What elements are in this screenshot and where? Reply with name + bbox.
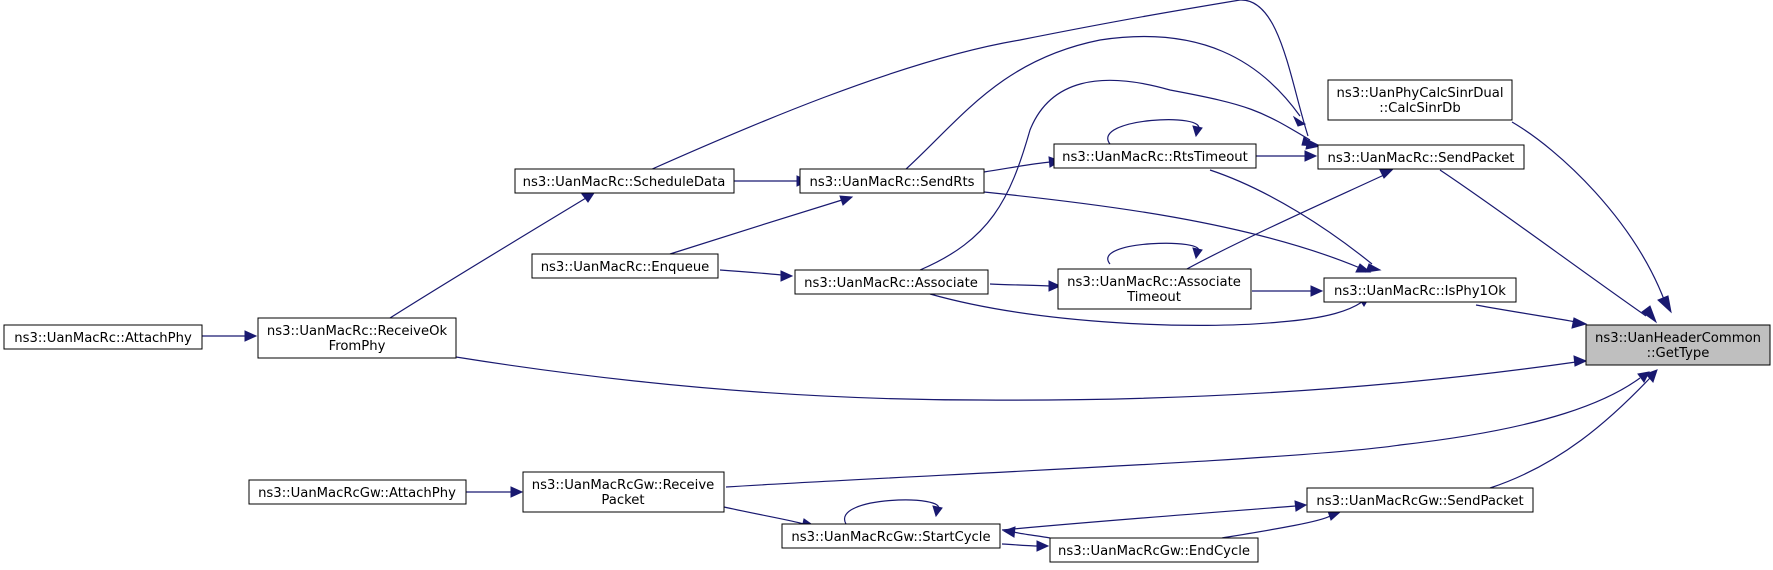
edge-enqueue-to-associate	[719, 269, 783, 276]
arrowhead	[1192, 247, 1203, 260]
arrowhead	[1365, 263, 1382, 273]
edge-rtstimeout-self-loop	[1107, 119, 1200, 145]
edge-startcycle-to-gw-sendpacket	[1001, 505, 1297, 531]
arrowhead	[839, 195, 854, 206]
arrowhead	[1645, 369, 1658, 383]
node-uanmacrc-sendrts[interactable]: ns3::UanMacRc::SendRts	[799, 168, 985, 194]
node-label: ns3::UanMacRc::SendRts	[809, 175, 974, 190]
edge-startcycle-self-loop	[843, 499, 940, 525]
arrowhead	[1048, 280, 1062, 292]
edge-associatetimeout-to-rc-sendpacket	[1184, 174, 1385, 271]
arrowhead	[1292, 115, 1307, 127]
arrowhead	[1571, 317, 1588, 329]
node-uanmacrc-associatetimeout[interactable]: ns3::UanMacRc::Associate Timeout	[1057, 268, 1252, 310]
node-uanmacrcgw-sendpacket[interactable]: ns3::UanMacRcGw::SendPacket	[1306, 487, 1534, 513]
arrowhead	[244, 330, 258, 342]
arrowhead	[1573, 355, 1588, 367]
edge-endcycle-to-startcycle	[1013, 531, 1051, 539]
arrowhead	[1379, 169, 1394, 179]
arrowhead	[1355, 263, 1372, 273]
arrowhead	[1641, 305, 1658, 324]
edge-sendrts-to-rtstimeout	[983, 161, 1051, 173]
arrowhead	[780, 270, 794, 282]
edge-rc-sendpacket-to-gettype	[1439, 169, 1647, 317]
edge-gw-receivepacket-to-gettype	[725, 377, 1641, 488]
node-uanmacrc-associate[interactable]: ns3::UanMacRc::Associate	[794, 269, 989, 295]
node-label: ns3::UanMacRcGw::EndCycle	[1058, 544, 1250, 559]
arrowhead	[1304, 150, 1318, 162]
edge-calcsinrdb-to-gettype	[1511, 121, 1666, 303]
edge-startcycle-to-endcycle	[1001, 543, 1039, 547]
edges-layer	[202, 0, 1672, 552]
edge-associate-to-associatetimeout	[989, 283, 1051, 287]
node-label: ns3::UanMacRc::SendPacket	[1328, 151, 1515, 166]
edge-rtstimeout-to-isphy1ok	[1209, 169, 1373, 265]
node-uanmacrcgw-startcycle[interactable]: ns3::UanMacRcGw::StartCycle	[781, 523, 1001, 549]
node-label-line1: ns3::UanMacRc::ReceiveOk	[267, 324, 448, 339]
node-uanmacrc-enqueue[interactable]: ns3::UanMacRc::Enqueue	[531, 253, 719, 279]
arrowhead	[932, 505, 943, 518]
arrowhead	[1192, 125, 1203, 138]
edge-receiveokfromphy-to-scheduledata	[389, 197, 587, 319]
arrowhead	[1002, 526, 1016, 538]
node-uanmacrc-sendpacket[interactable]: ns3::UanMacRc::SendPacket	[1317, 144, 1525, 170]
edge-scheduledata-to-rc-sendpacket	[649, 0, 1309, 171]
arrowhead	[581, 192, 595, 203]
edge-enqueue-to-sendrts	[669, 199, 843, 255]
arrowhead	[1305, 139, 1322, 150]
edge-associate-to-isphy1ok	[929, 293, 1363, 326]
node-label: ns3::UanMacRcGw::StartCycle	[791, 530, 990, 545]
node-uanmacrc-attachphy[interactable]: ns3::UanMacRc::AttachPhy	[3, 324, 203, 350]
arrowhead	[510, 486, 524, 498]
edge-endcycle-to-gw-sendpacket	[1221, 515, 1331, 539]
node-uanmacrc-scheduledata[interactable]: ns3::UanMacRc::ScheduleData	[514, 168, 735, 194]
edge-receiveokfromphy-to-gettype	[455, 356, 1577, 401]
edge-sendrts-to-isphy1ok	[983, 191, 1361, 269]
node-uanphycalcsinrdual-calcsinrdb[interactable]: ns3::UanPhyCalcSinrDual ::CalcSinrDb	[1327, 79, 1513, 121]
node-uanheadercommon-gettype[interactable]: ns3::UanHeaderCommon ::GetType	[1585, 324, 1771, 366]
node-label-line1: ns3::UanMacRcGw::Receive	[532, 478, 715, 493]
node-uanmacrc-isphy1ok[interactable]: ns3::UanMacRc::IsPhy1Ok	[1323, 277, 1517, 303]
node-label: ns3::UanMacRcGw::SendPacket	[1316, 494, 1523, 509]
node-label: ns3::UanMacRc::ScheduleData	[523, 175, 726, 190]
node-uanmacrcgw-attachphy[interactable]: ns3::UanMacRcGw::AttachPhy	[248, 479, 467, 505]
arrowhead	[1310, 285, 1324, 297]
node-label: ns3::UanMacRc::Associate	[804, 276, 978, 291]
node-label: ns3::UanMacRc::Enqueue	[541, 260, 710, 275]
node-uanmacrc-receiveokfromphy[interactable]: ns3::UanMacRc::ReceiveOk FromPhy	[257, 317, 457, 359]
edge-sendrts-to-rc-sendpacket	[904, 36, 1301, 171]
edge-isphy1ok-to-gettype	[1475, 304, 1577, 323]
edge-gw-sendpacket-to-gettype	[1489, 377, 1651, 489]
node-uanmacrcgw-receivepacket[interactable]: ns3::UanMacRcGw::Receive Packet	[522, 471, 725, 513]
edge-associatetimeout-self-loop	[1107, 242, 1200, 265]
arrowhead	[1036, 540, 1050, 552]
arrowhead	[1294, 500, 1308, 512]
nodes-layer: ns3::UanHeaderCommon ::GetType ns3::UanP…	[3, 79, 1771, 563]
node-label-line2: ::CalcSinrDb	[1379, 101, 1460, 116]
node-label: ns3::UanMacRcGw::AttachPhy	[258, 486, 456, 501]
node-uanmacrc-rtstimeout[interactable]: ns3::UanMacRc::RtsTimeout	[1053, 143, 1257, 169]
node-label-line1: ns3::UanMacRc::Associate	[1067, 275, 1241, 290]
node-label: ns3::UanMacRc::AttachPhy	[14, 331, 192, 346]
edge-associate-to-rc-sendpacket	[919, 79, 1311, 271]
node-label-line1: ns3::UanHeaderCommon	[1595, 331, 1761, 346]
node-label-line2: Packet	[601, 493, 644, 508]
node-label-line2: Timeout	[1126, 290, 1181, 305]
node-label-line2: FromPhy	[329, 339, 386, 354]
node-uanmacrcgw-endcycle[interactable]: ns3::UanMacRcGw::EndCycle	[1049, 537, 1259, 563]
node-label: ns3::UanMacRc::IsPhy1Ok	[1334, 284, 1506, 299]
node-label: ns3::UanMacRc::RtsTimeout	[1062, 150, 1248, 165]
edge-receivepacket-to-startcycle	[723, 506, 805, 525]
node-label-line2: ::GetType	[1647, 346, 1710, 361]
arrowhead	[1657, 295, 1672, 314]
node-label-line1: ns3::UanPhyCalcSinrDual	[1337, 86, 1504, 101]
